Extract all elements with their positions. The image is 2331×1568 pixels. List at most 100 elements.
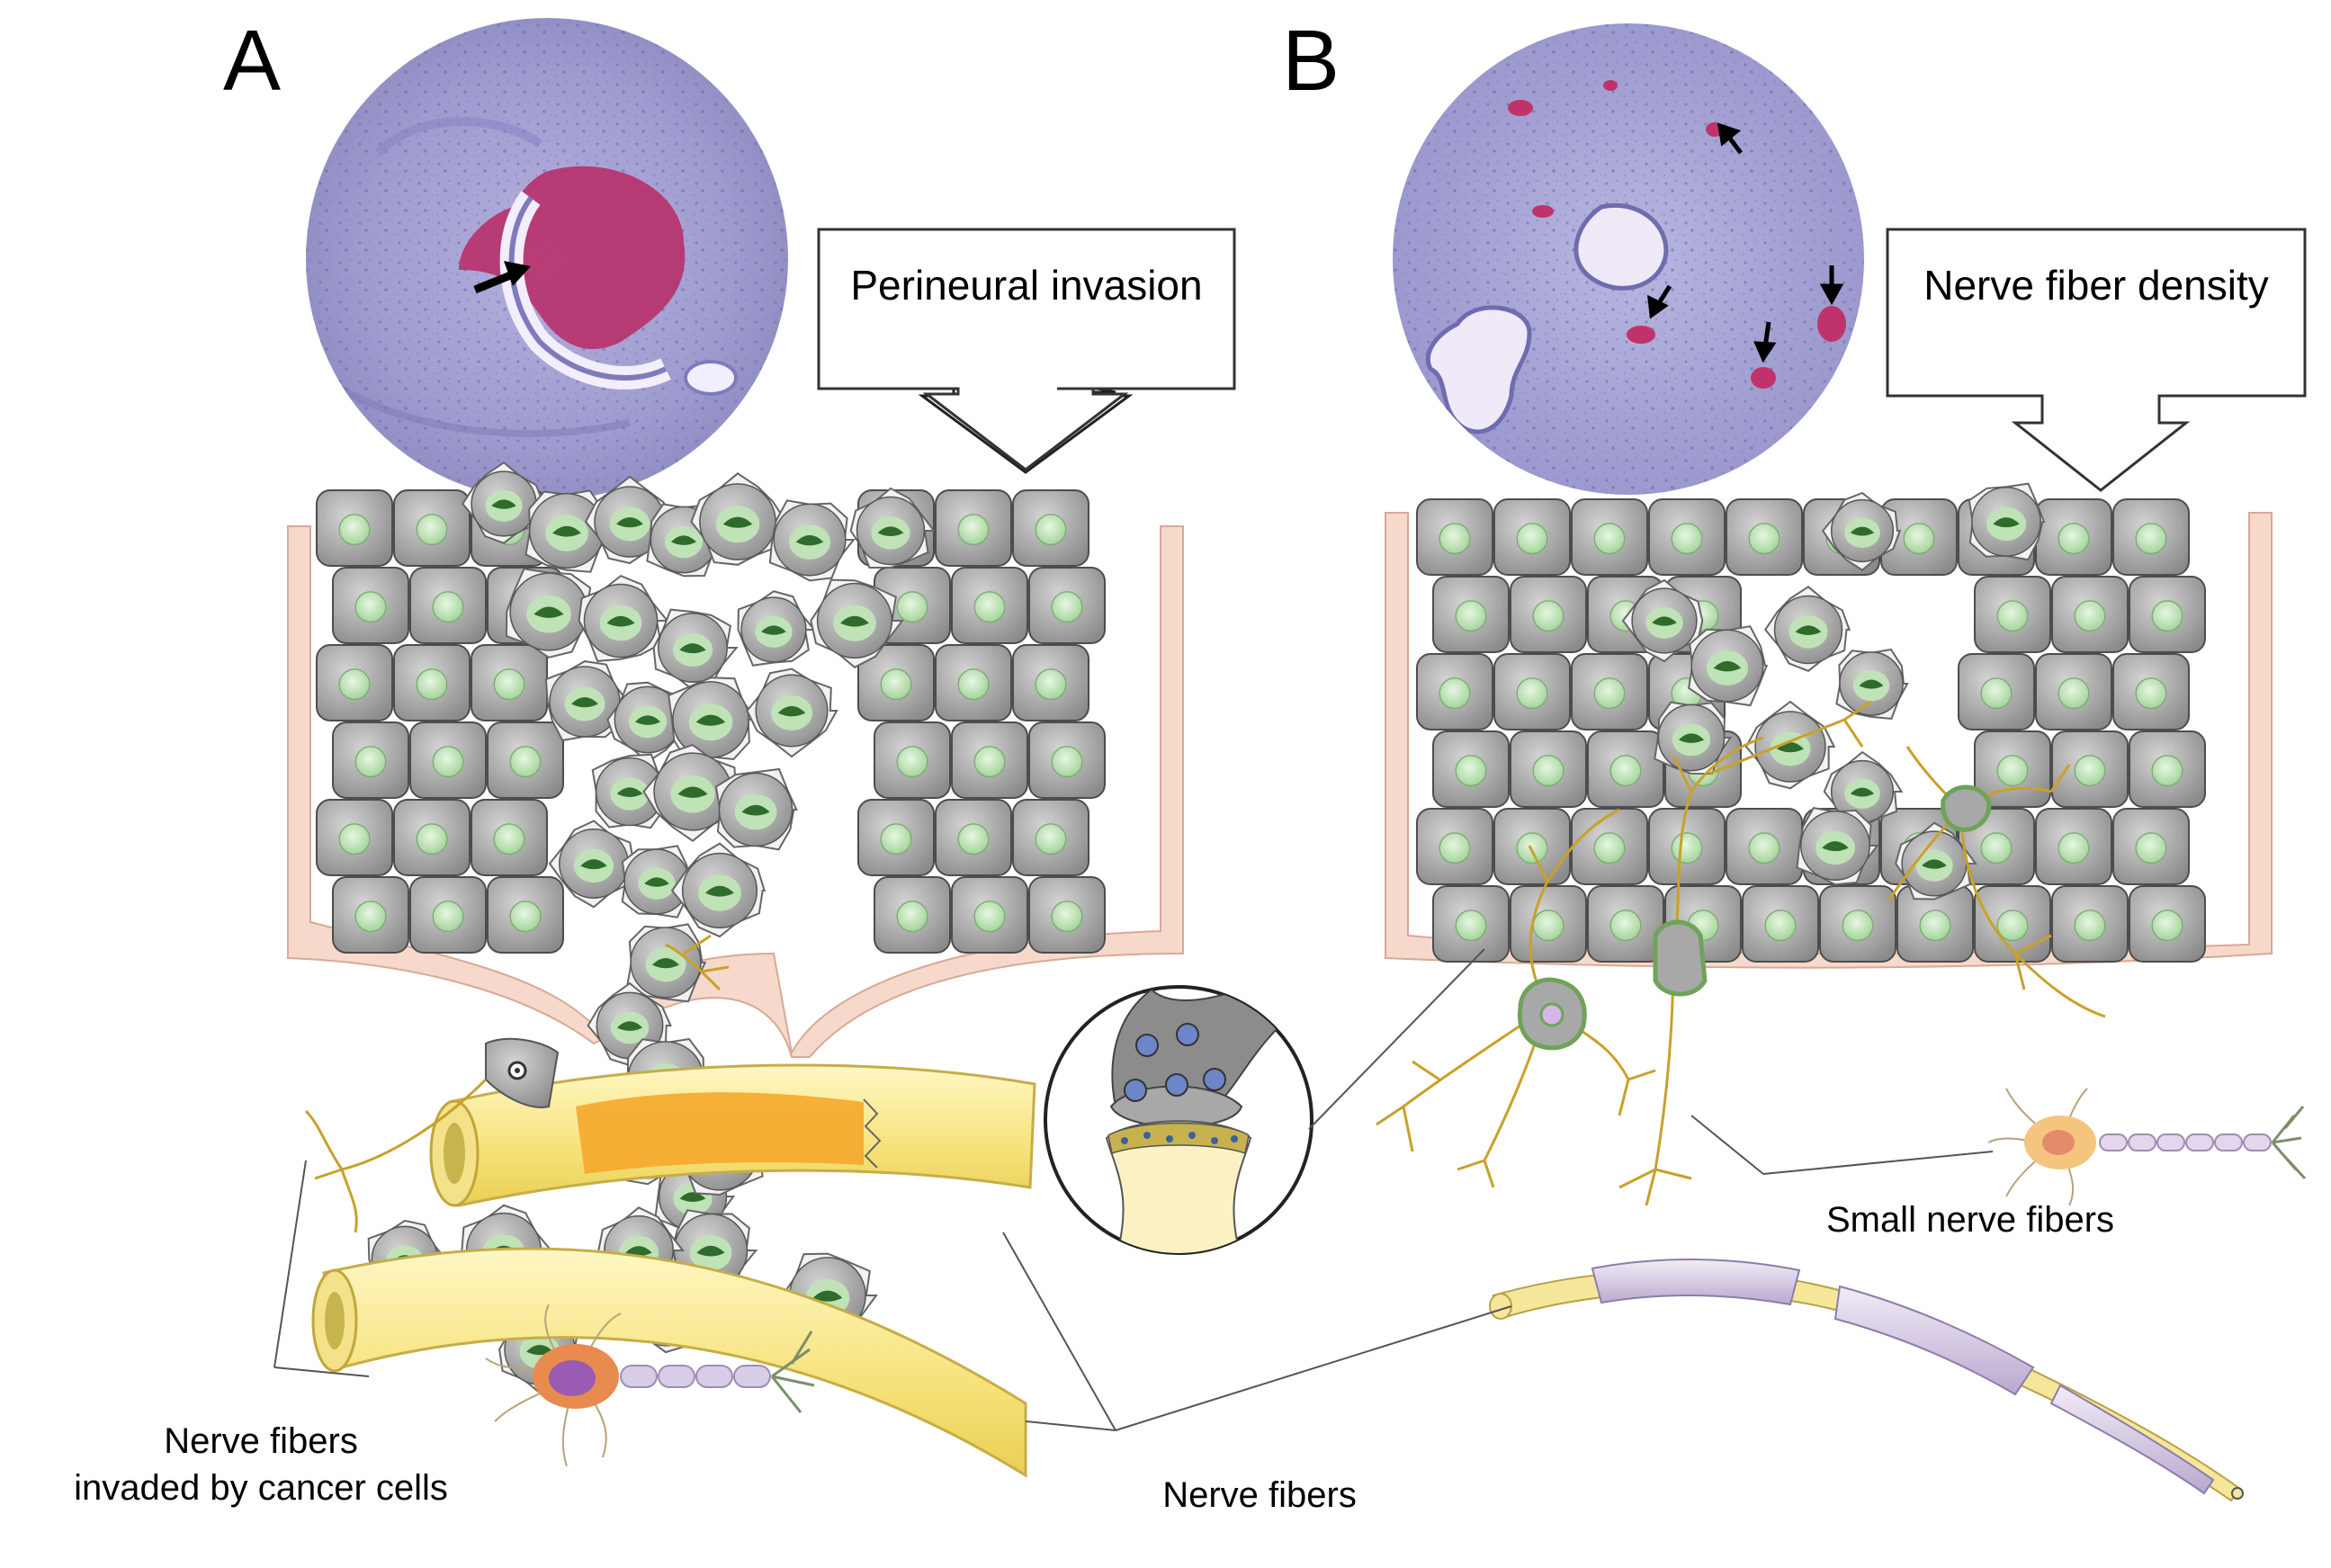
epithelial-cell [471,644,548,721]
epithelial-cell [2035,808,2112,885]
tumor-cell [621,845,694,918]
tumor-cell [1821,491,1902,571]
epithelial-cell [2129,730,2206,808]
tumor-cell [524,489,612,573]
epithelial-cell [393,489,471,567]
epithelial-cell [1726,808,1803,885]
tumor-cell [578,574,669,662]
epithelial-cell [1880,498,1958,576]
epithelial-cell [2112,498,2190,576]
epithelial-cell [1974,885,2051,963]
tumor-cells-b [1621,482,2046,900]
tumor-cell [548,820,637,909]
tumor-cell [670,842,767,938]
tumor-cell [652,608,739,691]
leader-lines [273,948,1994,1431]
epithelial-cell [1510,730,1587,808]
neuron-icon [304,934,730,1233]
epithelial-cell [2112,808,2190,885]
histology-circle-a [306,18,788,500]
epithelial-cell [1012,489,1089,567]
epithelial-cell [316,799,393,876]
epithelial-cell [1958,653,2035,730]
neuron-icon [1517,784,1992,1051]
epithelial-cell [316,644,393,721]
epithelial-cell [1028,721,1106,799]
tumor-cell [849,487,937,569]
epithelial-cell [935,489,1012,567]
epithelial-cell [393,644,471,721]
epithelial-cell [1726,498,1803,576]
epithelial-cell [316,489,393,567]
epithelial-cell [951,876,1028,954]
tumor-cell [668,676,758,762]
epithelial-cell [857,644,935,721]
epithelial-cell [1587,885,1664,963]
panel-a [287,18,1236,1478]
tumor-cell [591,753,671,829]
callout-box-b [1886,228,2307,492]
label-small-nerve-fibers: Small nerve fibers [1825,1200,2115,1240]
tumor-cell [1744,700,1836,790]
epithelial-cell [332,876,409,954]
epithelial-cell [1416,653,1493,730]
neuron-icon [1987,1088,2307,1206]
epithelial-cell [935,799,1012,876]
tumor-cell [768,499,856,582]
epithelial-cell [1819,885,1896,963]
panel-letter-b: B [1282,13,1340,109]
epithelial-cell [1587,730,1664,808]
epithelial-cell [1742,885,1819,963]
epithelial-cell [1493,653,1571,730]
epithelial-cell [409,721,487,799]
panel-letter-a: A [223,13,282,109]
epithelial-cell [393,799,471,876]
epithelial-cell [951,721,1028,799]
epithelial-cell [1493,498,1571,576]
epithelial-cell [1432,730,1510,808]
epithelial-cell [409,567,487,644]
nerve-fiber-icon [1489,1259,2244,1502]
panel-b [1376,23,2307,1502]
epithelial-cell [1571,808,1648,885]
tumor-cell [737,590,817,667]
epithelial-cell [2112,653,2190,730]
tumor-cell [714,767,798,851]
epithelial-cell [332,721,409,799]
tumor-cell [584,475,676,565]
tumor-cell [626,923,707,1003]
epithelial-cell [2035,653,2112,730]
callout-nerve-fiber-density: Nerve fiber density [1923,262,2269,309]
epithelial-cell [1648,498,1726,576]
tumor-cell [1968,482,2046,561]
epithelial-cell [1028,567,1106,644]
epithelial-cell [487,721,564,799]
epithelial-cell [487,876,564,954]
tumor-cell [1688,625,1769,707]
tumor-cell [1835,648,1909,720]
epithelial-cell [2035,498,2112,576]
epithelial-cell [1416,498,1493,576]
tumor-cell [810,578,905,668]
epithelial-cell [1896,885,1974,963]
tumor-cell [1621,578,1704,663]
nerve-bundle-a [311,1063,1036,1478]
epithelial-cell [874,721,951,799]
epithelial-cell [1416,808,1493,885]
epithelial-cell [2051,576,2129,653]
epithelial-cell [2129,576,2206,653]
epithelial-cell [1571,653,1648,730]
arrow-icon [1647,122,1844,363]
small-nerve-network [1376,700,2106,1206]
tumor-cell [1763,586,1851,672]
epithelial-cell [1510,576,1587,653]
epithelial-cell [951,567,1028,644]
label-nerve-fibers: Nerve fibers [1162,1475,1357,1515]
epithelial-cell [471,799,548,876]
tumor-cell [1823,750,1904,829]
epithelial-cell [1432,885,1510,963]
tumor-cell [462,461,545,544]
callout-perineural-invasion: Perineural invasion [850,262,1203,309]
